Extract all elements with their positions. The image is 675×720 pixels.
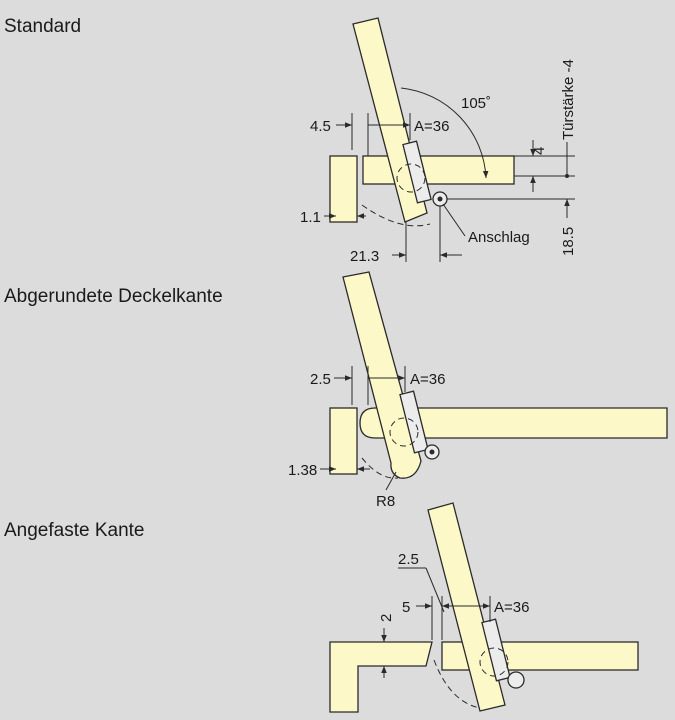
- swing-path-chamfered: [433, 659, 481, 709]
- closed-lid-panel-rounded: [359, 407, 668, 439]
- open-lid-panel-chamfered: [427, 502, 506, 712]
- dim-a: A=36: [414, 118, 449, 135]
- dim-a-chamfered: A=36: [494, 599, 529, 616]
- dim-door-thickness: Türstärke -4: [560, 59, 577, 140]
- dim-small-rounded: 1.38: [288, 462, 317, 479]
- stop-pin-center: [437, 196, 443, 202]
- swing-path-rounded: [361, 457, 399, 479]
- section-title-standard: Standard: [4, 16, 82, 37]
- dim-small: 1.1: [300, 209, 321, 226]
- hinge-plate-rounded: [399, 390, 429, 454]
- chamfered-edge-diagram: 2.5 5 A=36 2: [329, 502, 639, 713]
- open-lid-panel: [352, 17, 428, 223]
- cabinet-side-panel: [329, 155, 358, 223]
- section-title-chamfered-edge: Angefaste Kante: [4, 520, 145, 541]
- dim-offset: 18.5: [560, 227, 577, 256]
- dim-gap: 5: [402, 599, 410, 616]
- dim-radius: R8: [376, 493, 395, 510]
- angle-label: 105˚: [461, 95, 491, 112]
- dim-chamfer: 2.5: [398, 551, 419, 568]
- hinge-cup-outline-chamfered: [479, 647, 509, 677]
- swing-path-lower: [361, 204, 431, 227]
- standard-diagram: 105˚ 4.5 A=36 4 Türstärke -4 18.5 1: [300, 17, 577, 265]
- cabinet-frame-chamfered: [329, 641, 433, 713]
- hinge-cup-outline: [396, 163, 426, 193]
- stop-pin-chamfered: [507, 671, 525, 689]
- hinge-cup-outline-rounded: [389, 417, 419, 447]
- dim-left-gap: 4.5: [310, 118, 331, 135]
- dim-a-rounded: A=36: [410, 371, 445, 388]
- dim-height: 2: [378, 614, 395, 622]
- hinge-plate-chamfered: [481, 618, 511, 682]
- rounded-edge-diagram: 2.5 A=36 1.38 R8: [288, 271, 668, 510]
- dim-left-gap-rounded: 2.5: [310, 371, 331, 388]
- section-title-rounded-edge: Abgerundete Deckelkante: [4, 286, 223, 307]
- hinge-plate: [402, 140, 432, 204]
- dim-width: 21.3: [350, 248, 379, 265]
- stop-label: Anschlag: [468, 229, 530, 246]
- dim-four: 4: [531, 147, 548, 155]
- open-lid-panel-rounded: [342, 271, 422, 479]
- cabinet-side-panel-rounded: [329, 407, 358, 475]
- angle-arc: [400, 87, 489, 179]
- closed-lid-panel: [362, 155, 515, 185]
